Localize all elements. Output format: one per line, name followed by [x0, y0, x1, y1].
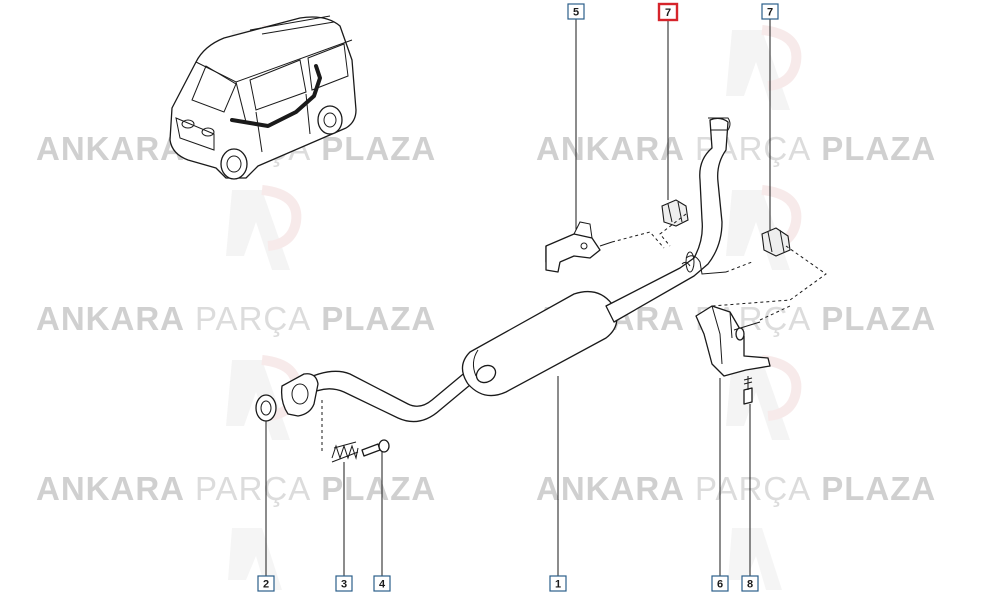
- watermark-row: ANKARA PARÇA PLAZA ANKARA PARÇA PLAZA: [36, 470, 936, 507]
- watermark-word: PARÇA: [195, 300, 311, 337]
- exhaust-silencer-assembly: [299, 117, 731, 423]
- watermark-word: PLAZA: [321, 300, 436, 337]
- flange-gasket: [255, 394, 277, 422]
- callout-label: 4: [379, 579, 386, 591]
- flange-spring: [331, 441, 359, 463]
- watermark-word: ANKARA: [536, 130, 685, 167]
- pipe-flange: [280, 373, 319, 417]
- callout-label: 7: [767, 7, 773, 19]
- watermark-word: PLAZA: [821, 470, 936, 507]
- watermark-word: ANKARA: [36, 300, 185, 337]
- callout-4[interactable]: 4: [373, 575, 391, 592]
- watermark-word: PLAZA: [821, 300, 936, 337]
- assembly-dashed-lines: [321, 213, 827, 452]
- watermark-logo: [726, 185, 802, 270]
- callout-label: 5: [573, 7, 579, 19]
- watermark-word: PLAZA: [321, 130, 436, 167]
- callout-label: 2: [263, 579, 269, 591]
- callout-7-highlighted[interactable]: 7: [657, 2, 679, 22]
- watermark-word: ANKARA: [36, 130, 185, 167]
- callout-label: 3: [341, 579, 347, 591]
- watermark-word: ANKARA: [536, 470, 685, 507]
- rear-bracket: [695, 305, 771, 377]
- watermark-logo: [726, 355, 802, 440]
- watermark-logo: [726, 25, 802, 110]
- front-hanger-bracket: [545, 221, 613, 273]
- vehicle-thumbnail: [169, 15, 357, 180]
- leader-lines: [265, 18, 771, 576]
- rubber-mount-right: [761, 227, 791, 257]
- watermark-word: PLAZA: [321, 470, 436, 507]
- callout-label: 6: [717, 579, 723, 591]
- callout-2[interactable]: 2: [257, 575, 275, 592]
- watermark-logo: [226, 185, 302, 270]
- watermark-word: PARÇA: [695, 470, 811, 507]
- watermark-row: ANKARA PARÇA PLAZA ANKARA PARÇA PLAZA: [36, 300, 936, 337]
- watermark-logo: [228, 528, 282, 590]
- callout-6[interactable]: 6: [711, 575, 729, 592]
- flange-bolt: [361, 439, 390, 457]
- fixing-screw: [743, 376, 753, 405]
- callout-label: 7: [665, 7, 671, 19]
- rubber-mount-center: [661, 199, 689, 227]
- watermark-word: PARÇA: [195, 470, 311, 507]
- callout-1[interactable]: 1: [549, 575, 567, 592]
- callout-7[interactable]: 7: [761, 3, 779, 20]
- watermark-word: ANKARA: [36, 470, 185, 507]
- callout-5[interactable]: 5: [567, 3, 585, 20]
- callout-label: 1: [555, 579, 561, 591]
- watermark-logo: [728, 528, 782, 590]
- callout-3[interactable]: 3: [335, 575, 353, 592]
- watermark-layer: ANKARA PARÇA PLAZA ANKARA PARÇA PLAZA ANKARA…: [36, 25, 936, 590]
- callout-8[interactable]: 8: [741, 575, 759, 592]
- callout-label: 8: [747, 579, 753, 591]
- watermark-word: PLAZA: [821, 130, 936, 167]
